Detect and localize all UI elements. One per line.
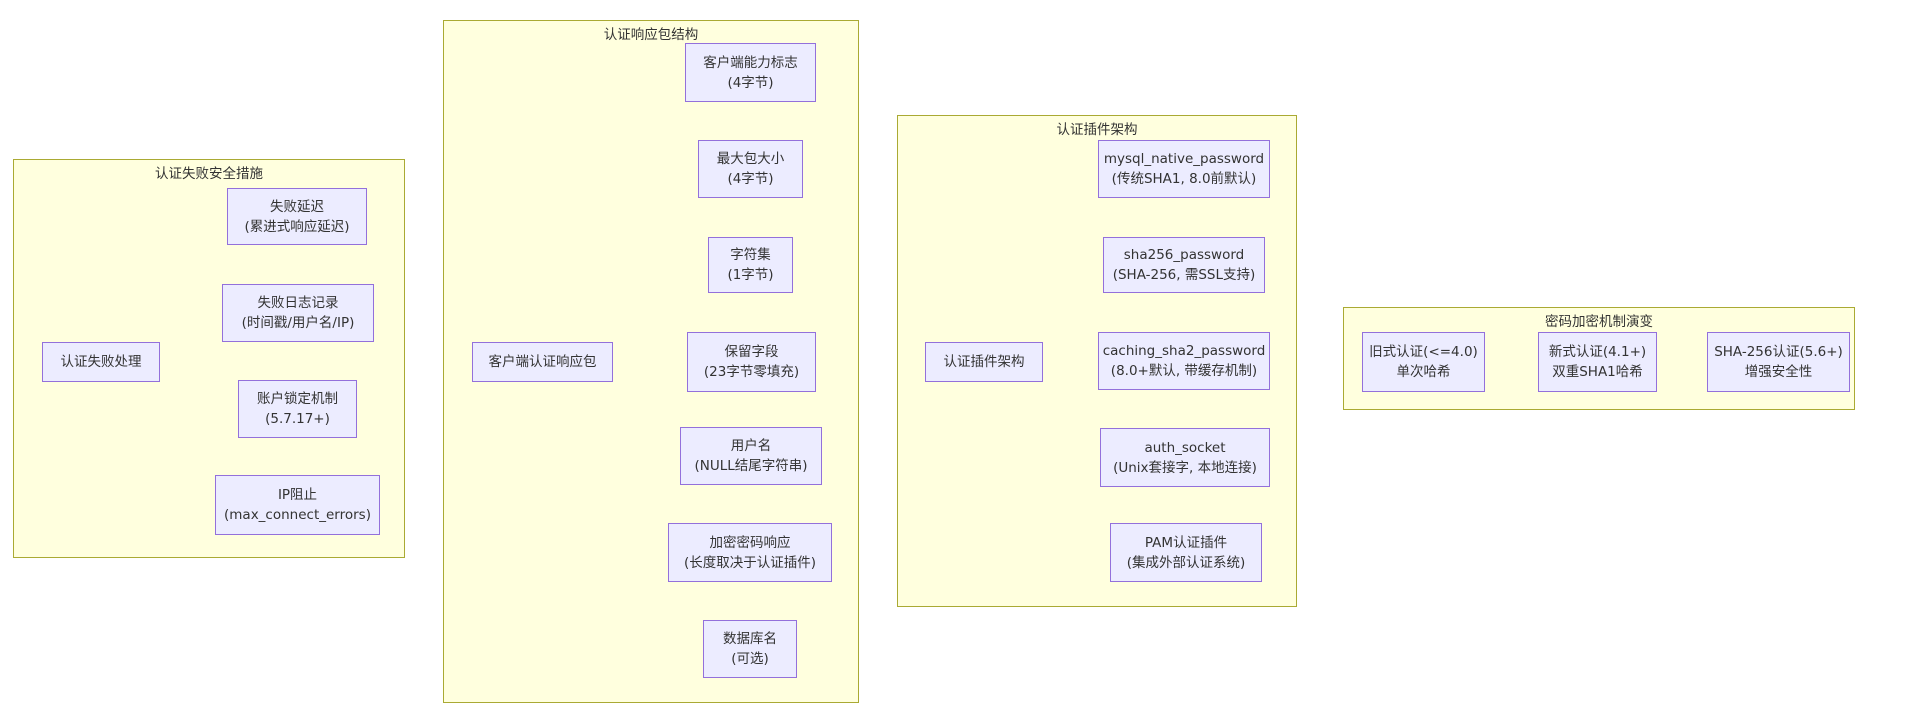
node-sublabel: (4字节) [727, 171, 774, 187]
node-label: PAM认证插件 [1144, 534, 1228, 551]
node-n1: 失败延迟 (累进式响应延迟) [227, 188, 367, 245]
node-label: 失败日志记录 [257, 295, 339, 311]
node-label: 加密密码响应 [709, 534, 791, 551]
subgraph-title: 认证插件架构 [1056, 122, 1138, 138]
subgraph-title: 认证失败安全措施 [155, 166, 263, 182]
node-n3: 账户锁定机制 (5.7.17+) [238, 380, 357, 438]
node-c2: 最大包大小 (4字节) [698, 140, 803, 198]
node-label: sha256_password [1123, 247, 1245, 263]
node-sublabel: (可选) [731, 651, 769, 667]
node-c1: 客户端能力标志 (4字节) [685, 43, 816, 102]
node-sublabel: (4字节) [727, 74, 774, 91]
node-label: auth_socket [1144, 439, 1226, 456]
node-c4: 保留字段 (23字节零填充) [687, 332, 816, 392]
node-c3: 字符集 (1字节) [708, 237, 793, 293]
node-label: IP阻止 [277, 487, 318, 503]
node-sublabel: (8.0+默认, 带缓存机制) [1110, 363, 1258, 379]
node-sublabel: (1字节) [727, 267, 774, 283]
node-label: mysql_native_password [1103, 151, 1265, 167]
node-sublabel: (max_connect_errors) [224, 507, 371, 523]
node-sublabel: (传统SHA1, 8.0前默认) [1111, 171, 1257, 187]
node-c5: 用户名 (NULL结尾字符串) [680, 427, 822, 485]
node-sublabel: (Unix套接字, 本地连接) [1113, 459, 1257, 476]
node-label: caching_sha2_password [1102, 343, 1266, 359]
node-label: 字符集 [730, 247, 771, 263]
node-label: 保留字段 [724, 344, 779, 360]
node-label: 失败延迟 [270, 198, 324, 215]
node-e2: 新式认证(4.1+) 双重SHA1哈希 [1538, 332, 1657, 392]
node-label: 账户锁定机制 [257, 391, 338, 407]
node-label: 客户端能力标志 [703, 54, 798, 71]
node-label: 最大包大小 [716, 151, 785, 167]
subgraph-title: 密码加密机制演变 [1545, 314, 1653, 330]
node-g2root: 客户端认证响应包 [472, 342, 613, 382]
node-label: 数据库名 [723, 631, 777, 647]
node-sublabel: (NULL结尾字符串) [694, 458, 808, 474]
node-label: 用户名 [730, 438, 772, 454]
node-sublabel: 双重SHA1哈希 [1552, 364, 1643, 380]
node-c6: 加密密码响应 (长度取决于认证插件) [668, 523, 832, 582]
node-p2: sha256_password (SHA-256, 需SSL支持) [1103, 237, 1265, 293]
node-e3: SHA-256认证(5.6+) 增强安全性 [1707, 332, 1850, 392]
node-g3root: 认证插件架构 [925, 342, 1043, 382]
node-p1: mysql_native_password (传统SHA1, 8.0前默认) [1098, 140, 1270, 198]
node-label: 客户端认证响应包 [488, 354, 597, 370]
node-g1root: 认证失败处理 [42, 342, 160, 382]
node-p5: PAM认证插件 (集成外部认证系统) [1110, 523, 1262, 582]
node-sublabel: (23字节零填充) [703, 364, 800, 380]
node-sublabel: (长度取决于认证插件) [683, 554, 817, 571]
node-sublabel: (集成外部认证系统) [1126, 554, 1246, 571]
node-label: 新式认证(4.1+) [1548, 344, 1647, 360]
node-label: SHA-256认证(5.6+) [1714, 344, 1843, 360]
node-sublabel: (累进式响应延迟) [244, 218, 350, 235]
node-sublabel: 增强安全性 [1744, 364, 1813, 380]
node-c7: 数据库名 (可选) [703, 620, 797, 678]
subgraph-title: 认证响应包结构 [603, 27, 699, 43]
node-label: 认证失败处理 [60, 354, 142, 370]
node-sublabel: 单次哈希 [1396, 364, 1451, 380]
node-p3: caching_sha2_password (8.0+默认, 带缓存机制) [1098, 332, 1270, 390]
node-p4: auth_socket (Unix套接字, 本地连接) [1100, 428, 1270, 487]
node-label: 认证插件架构 [943, 354, 1025, 370]
node-n4: IP阻止 (max_connect_errors) [215, 475, 380, 535]
node-e1: 旧式认证(<=4.0) 单次哈希 [1362, 332, 1485, 392]
node-n2: 失败日志记录 (时间戳/用户名/IP) [222, 284, 374, 342]
node-sublabel: (SHA-256, 需SSL支持) [1112, 267, 1256, 283]
node-sublabel: (时间戳/用户名/IP) [241, 315, 355, 331]
node-label: 旧式认证(<=4.0) [1369, 344, 1478, 360]
node-sublabel: (5.7.17+) [265, 411, 330, 427]
